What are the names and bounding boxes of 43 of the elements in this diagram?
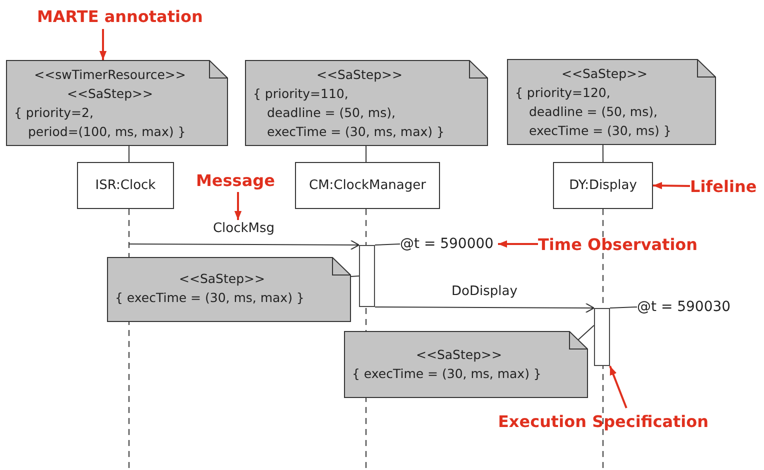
lifeline-head: ISR:Clock — [77, 162, 174, 209]
lifeline-head: CM:ClockManager — [295, 162, 440, 209]
message-arrow — [128, 240, 360, 250]
execution-bar — [594, 308, 610, 366]
annotation-label: MARTE annotation — [37, 6, 203, 26]
constraint-text: { priority=120, — [515, 84, 610, 102]
pointer-arrow — [652, 182, 690, 190]
constraint-text: { priority=110, — [253, 85, 348, 103]
connector-line — [602, 144, 604, 162]
stereotype-label: <<SaStep>> — [416, 346, 503, 364]
stereotype-label: <<swTimerResource>> — [34, 66, 187, 84]
connector-line — [366, 146, 367, 162]
annotation-label: Execution Specification — [498, 412, 709, 430]
stereotype-label: <<SaStep>> — [562, 65, 648, 83]
connector-line — [350, 276, 360, 277]
stereotype-label: <<SaStep>> — [67, 85, 154, 103]
constraint-text: deadline = (50, ms), — [529, 103, 658, 121]
constraint-text: { priority=2, — [14, 104, 94, 122]
connector-line — [128, 146, 130, 162]
connector-line — [610, 306, 638, 308]
constraint-text: execTime = (30, ms, max) } — [267, 123, 444, 141]
annotation-label: Message — [196, 170, 275, 190]
pointer-arrow — [498, 240, 538, 248]
annotation-label: Lifeline — [690, 176, 757, 196]
pointer-arrow — [609, 366, 628, 408]
connector-line — [374, 244, 400, 246]
pointer-arrow — [234, 192, 242, 220]
time-observation-text: @t = 590030 — [637, 299, 731, 315]
stereotype-label: <<SaStep>> — [179, 270, 266, 288]
stereotype-label: <<SaStep>> — [316, 66, 404, 84]
message-label: DoDisplay — [450, 284, 520, 299]
message-arrow — [374, 302, 595, 313]
lifeline-head: DY:Display — [553, 162, 653, 209]
constraint-text: deadline = (50, ms), — [267, 104, 396, 122]
time-observation-text: @t = 590000 — [400, 236, 494, 252]
execution-bar — [359, 245, 375, 307]
constraint-text: period=(100, ms, max) } — [28, 123, 186, 141]
constraint-text: execTime = (30, ms) } — [529, 122, 672, 140]
connector-line — [578, 324, 594, 340]
pointer-arrow — [99, 29, 107, 60]
annotation-label: Time Observation — [538, 234, 698, 254]
constraint-text: { execTime = (30, ms, max) } — [115, 289, 304, 307]
constraint-text: { execTime = (30, ms, max) } — [352, 365, 542, 383]
